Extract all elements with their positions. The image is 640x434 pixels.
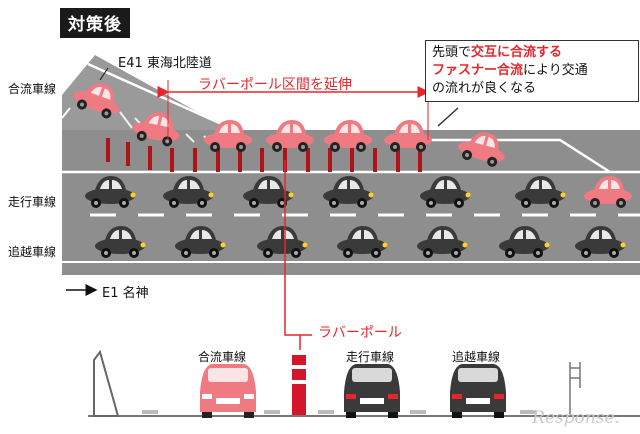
callout-highlight-1: 交互に合流する <box>471 45 563 60</box>
callout-text-3: の流れが良くなる <box>432 81 537 96</box>
cs-travel-label: 走行車線 <box>346 350 395 364</box>
callout-text-1: 先頭で <box>432 45 472 60</box>
e1-label: E1 名神 <box>102 286 149 301</box>
callout-highlight-2: ファスナー合流 <box>432 63 524 78</box>
travel-lane-label: 走行車線 <box>8 195 57 209</box>
rubber-pole-label: ラバーポール <box>318 325 402 341</box>
cs-merge-label: 合流車線 <box>198 350 247 364</box>
cs-passing-label: 追越車線 <box>452 350 501 364</box>
callout-text-2: により交通 <box>523 63 588 78</box>
page-title: 対策後 <box>60 8 130 38</box>
passing-lane-label: 追越車線 <box>8 245 57 259</box>
extension-label: ラバーポール区間を延伸 <box>198 77 352 93</box>
watermark: Response. <box>532 408 620 428</box>
e41-label: E41 東海北陸道 <box>118 56 212 71</box>
merge-lane-label: 合流車線 <box>8 82 57 96</box>
callout-box: 先頭で交互に合流する ファスナー合流により交通 の流れが良くなる <box>425 40 639 102</box>
cross-section <box>88 349 640 418</box>
